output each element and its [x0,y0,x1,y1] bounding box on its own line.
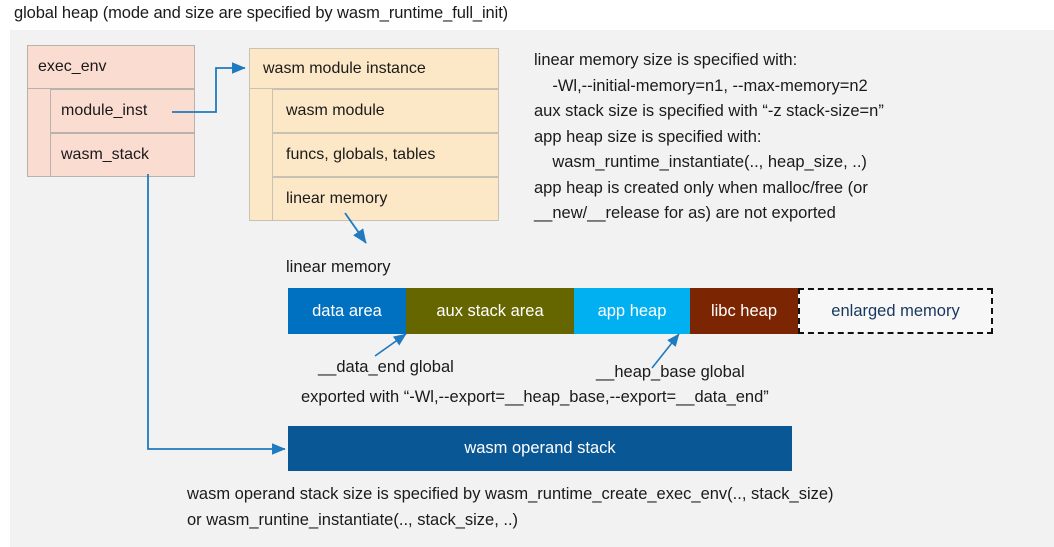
memory-segment-aux-stack-area: aux stack area [406,288,574,334]
operand-stack-notes: wasm operand stack size is specified by … [187,485,834,529]
heap-base-annotation: __heap_base global [596,363,745,381]
memory-segment-app-heap: app heap [574,288,690,334]
memory-segment-libc-heap: libc heap [690,288,798,334]
exec-env-field-wasm-stack: wasm_stack [50,133,195,177]
wasm-operand-stack-box: wasm operand stack [288,426,792,471]
linear-memory-bar-label: linear memory [286,258,391,276]
exported-globals-annotation: exported with “-Wl,--export=__heap_base,… [301,388,769,406]
exec-env-field-module-inst: module_inst [50,89,195,133]
memory-segment-data-area: data area [288,288,406,334]
data-end-annotation: __data_end global [318,358,454,376]
linear-memory-notes: linear memory size is specified with: -W… [534,51,884,222]
module-instance-row-wasm-module: wasm module [272,89,499,133]
page-title: global heap (mode and size are specified… [14,4,509,22]
module-instance-row-linear-memory: linear memory [272,177,499,221]
module-instance-row-funcs-globals-tables: funcs, globals, tables [272,133,499,177]
memory-segment-enlarged-memory: enlarged memory [798,288,993,334]
wasm-module-instance-title: wasm module instance [249,48,499,89]
exec-env-title: exec_env [27,45,195,89]
